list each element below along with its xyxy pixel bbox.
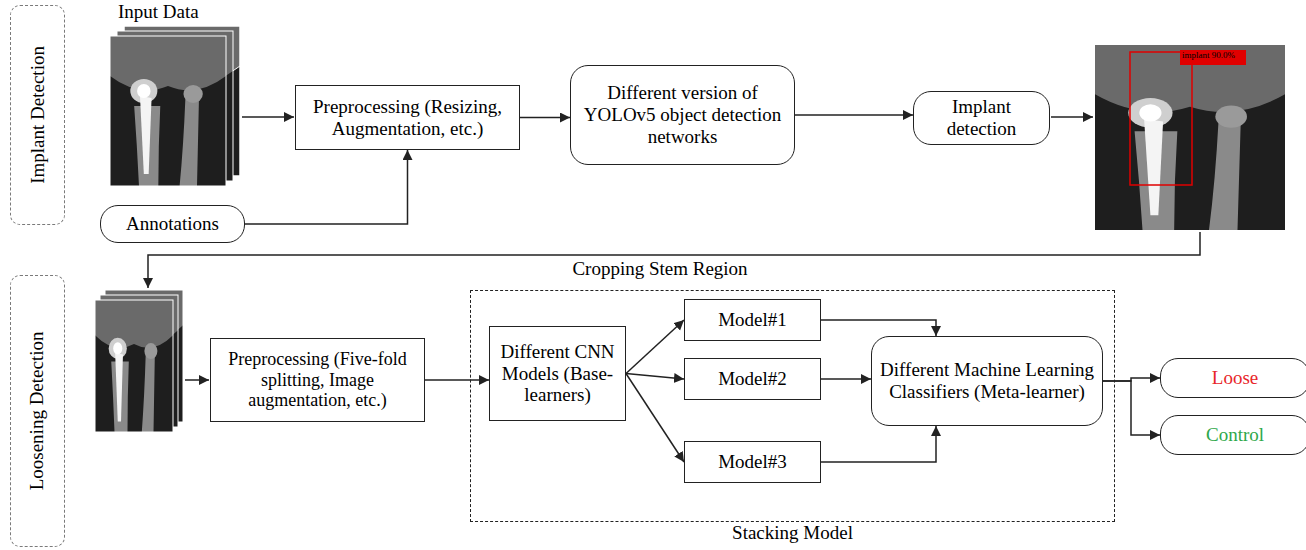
output-box: Control: [1160, 415, 1306, 455]
flow-arrow: [626, 374, 684, 380]
step-label: Cropping Stem Region: [572, 259, 747, 280]
node-text: Model#1: [718, 309, 787, 331]
flow-arrow: [626, 374, 684, 463]
input-arrow: [242, 116, 294, 118]
node-text: Stacking Model: [471, 523, 1114, 544]
output-arrow: [1051, 116, 1093, 118]
node-text: Implant detection: [922, 96, 1041, 140]
node-text: Control: [1206, 424, 1264, 446]
flow-arrow: [821, 320, 936, 336]
node-text: Annotations: [126, 213, 219, 235]
input-box: Annotations: [100, 205, 245, 243]
cropped-xray-stack: [95, 290, 183, 432]
process-box: Implant detection: [913, 91, 1050, 145]
node-text: Different CNN Models (Base-learners): [498, 341, 617, 407]
flow-arrow: [821, 426, 936, 462]
detected-xray: [1095, 45, 1285, 230]
node-text: Loosening Detection: [27, 332, 49, 491]
input-xray-stack: [110, 26, 240, 186]
cropping-line: [148, 232, 1200, 288]
flow-arrow: [795, 114, 913, 116]
section-band: Loosening Detection: [10, 275, 65, 547]
flow-arrow: [1103, 381, 1160, 435]
process-box: Preprocessing (Five-fold splitting, Imag…: [210, 338, 425, 422]
node-text: Different Machine Learning Classifiers (…: [880, 359, 1094, 403]
process-box: Different CNN Models (Base-learners): [489, 326, 626, 421]
flow-arrow: [425, 379, 489, 381]
section-band: Implant Detection: [10, 5, 65, 225]
model-box: Model#2: [684, 358, 821, 400]
model-box: Model#1: [684, 299, 821, 341]
cropped-arrow: [185, 379, 209, 381]
node-text: Different version of YOLOv5 object detec…: [579, 82, 786, 148]
model-box: Model#3: [684, 441, 821, 483]
node-text: Preprocessing (Five-fold splitting, Imag…: [219, 349, 416, 411]
node-text: Loose: [1212, 367, 1258, 389]
node-text: Model#3: [718, 451, 787, 473]
node-text: Preprocessing (Resizing, Augmentation, e…: [304, 96, 511, 140]
flow-arrow: [626, 320, 684, 374]
stacking-group: Stacking ModelDifferent CNN Models (Base…: [470, 290, 1115, 522]
output-box: Loose: [1160, 358, 1306, 398]
process-box: Different Machine Learning Classifiers (…: [871, 336, 1103, 426]
node-text: Implant Detection: [27, 46, 49, 184]
flow-arrow: [821, 378, 871, 380]
detection-tag: implant 90.0%: [1182, 51, 1235, 61]
flow-arrow: [520, 117, 570, 119]
node-text: Model#2: [718, 368, 787, 390]
flow-arrow: [245, 150, 408, 224]
process-box: Different version of YOLOv5 object detec…: [570, 65, 795, 165]
process-box: Preprocessing (Resizing, Augmentation, e…: [295, 85, 520, 150]
image-caption: Input Data: [118, 2, 199, 23]
